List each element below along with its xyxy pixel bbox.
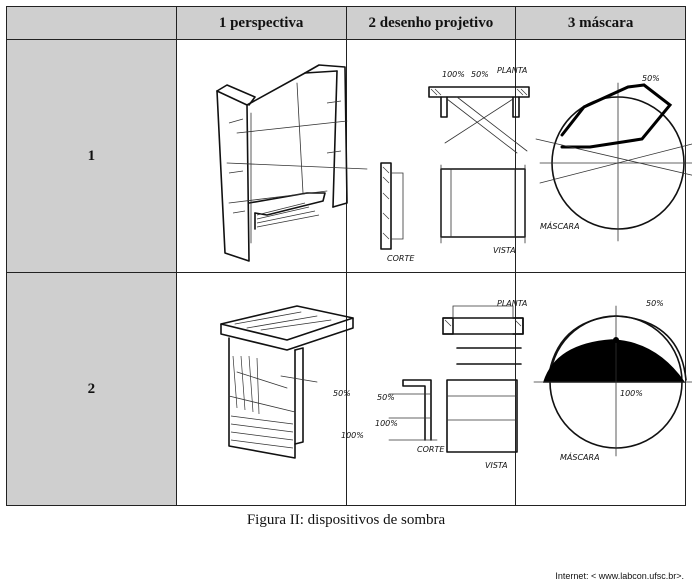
figure-table: 1 perspectiva 2 desenho projetivo 3 másc… — [6, 6, 692, 506]
row-header-2: 2 — [6, 272, 177, 506]
sketch-r2-perspectiva: 50% 100% — [175, 272, 364, 506]
label-100-percent-r2-mask: 100% — [620, 389, 643, 398]
projective-overhang-sketch: PLANTA 50% 100% CORTE VISTA — [375, 299, 527, 470]
label-100-percent-r2-proj: 100% — [375, 419, 398, 428]
label-50-percent-r2-mask: 50% — [646, 299, 664, 308]
col-header-desenho-projetivo: 2 desenho projetivo — [345, 6, 517, 40]
label-planta-r2: PLANTA — [497, 299, 527, 308]
label-50-percent-mask: 50% — [642, 74, 660, 83]
sketch-r1-perspectiva — [175, 39, 368, 273]
mask-fins-sketch: 50% MÁSCARA — [535, 74, 692, 242]
row-header-1: 1 — [6, 39, 177, 273]
label-planta: PLANTA — [497, 66, 527, 75]
figure-source: Internet: < www.labcon.ufsc.br>. — [555, 571, 684, 581]
sketch-r2-mascara: 50% 100% MÁSCARA — [515, 272, 692, 506]
label-100-percent-r2: 100% — [341, 431, 364, 440]
label-50-percent-r2: 50% — [333, 389, 351, 398]
mask-overhang-sketch: 50% 100% MÁSCARA — [533, 299, 692, 462]
label-100-percent: 100% — [442, 70, 465, 79]
projective-fins-sketch: 100% 50% PLANTA CORTE VISTA — [379, 66, 530, 263]
sketch-r1-mascara: 50% MÁSCARA — [515, 39, 692, 273]
col-header-mascara: 3 máscara — [515, 6, 686, 40]
label-corte: CORTE — [387, 254, 415, 263]
label-50-percent: 50% — [471, 70, 489, 79]
label-corte-r2: CORTE — [417, 445, 445, 454]
sketch-r1-desenho-projetivo: 100% 50% PLANTA CORTE VISTA — [345, 39, 530, 273]
perspective-fins-sketch — [215, 64, 368, 262]
label-mascara-r2: MÁSCARA — [560, 451, 600, 462]
corner-header-cell — [6, 6, 177, 40]
label-vista-r2: VISTA — [485, 461, 508, 470]
perspective-overhang-sketch: 50% 100% — [219, 305, 364, 459]
col-header-perspectiva: 1 perspectiva — [175, 6, 347, 40]
sketch-r2-desenho-projetivo: PLANTA 50% 100% CORTE VISTA — [345, 272, 527, 506]
label-vista: VISTA — [493, 246, 516, 255]
label-50-percent-r2-proj: 50% — [377, 393, 395, 402]
figure-caption: Figura II: dispositivos de sombra — [246, 512, 446, 528]
label-mascara: MÁSCARA — [540, 220, 580, 231]
